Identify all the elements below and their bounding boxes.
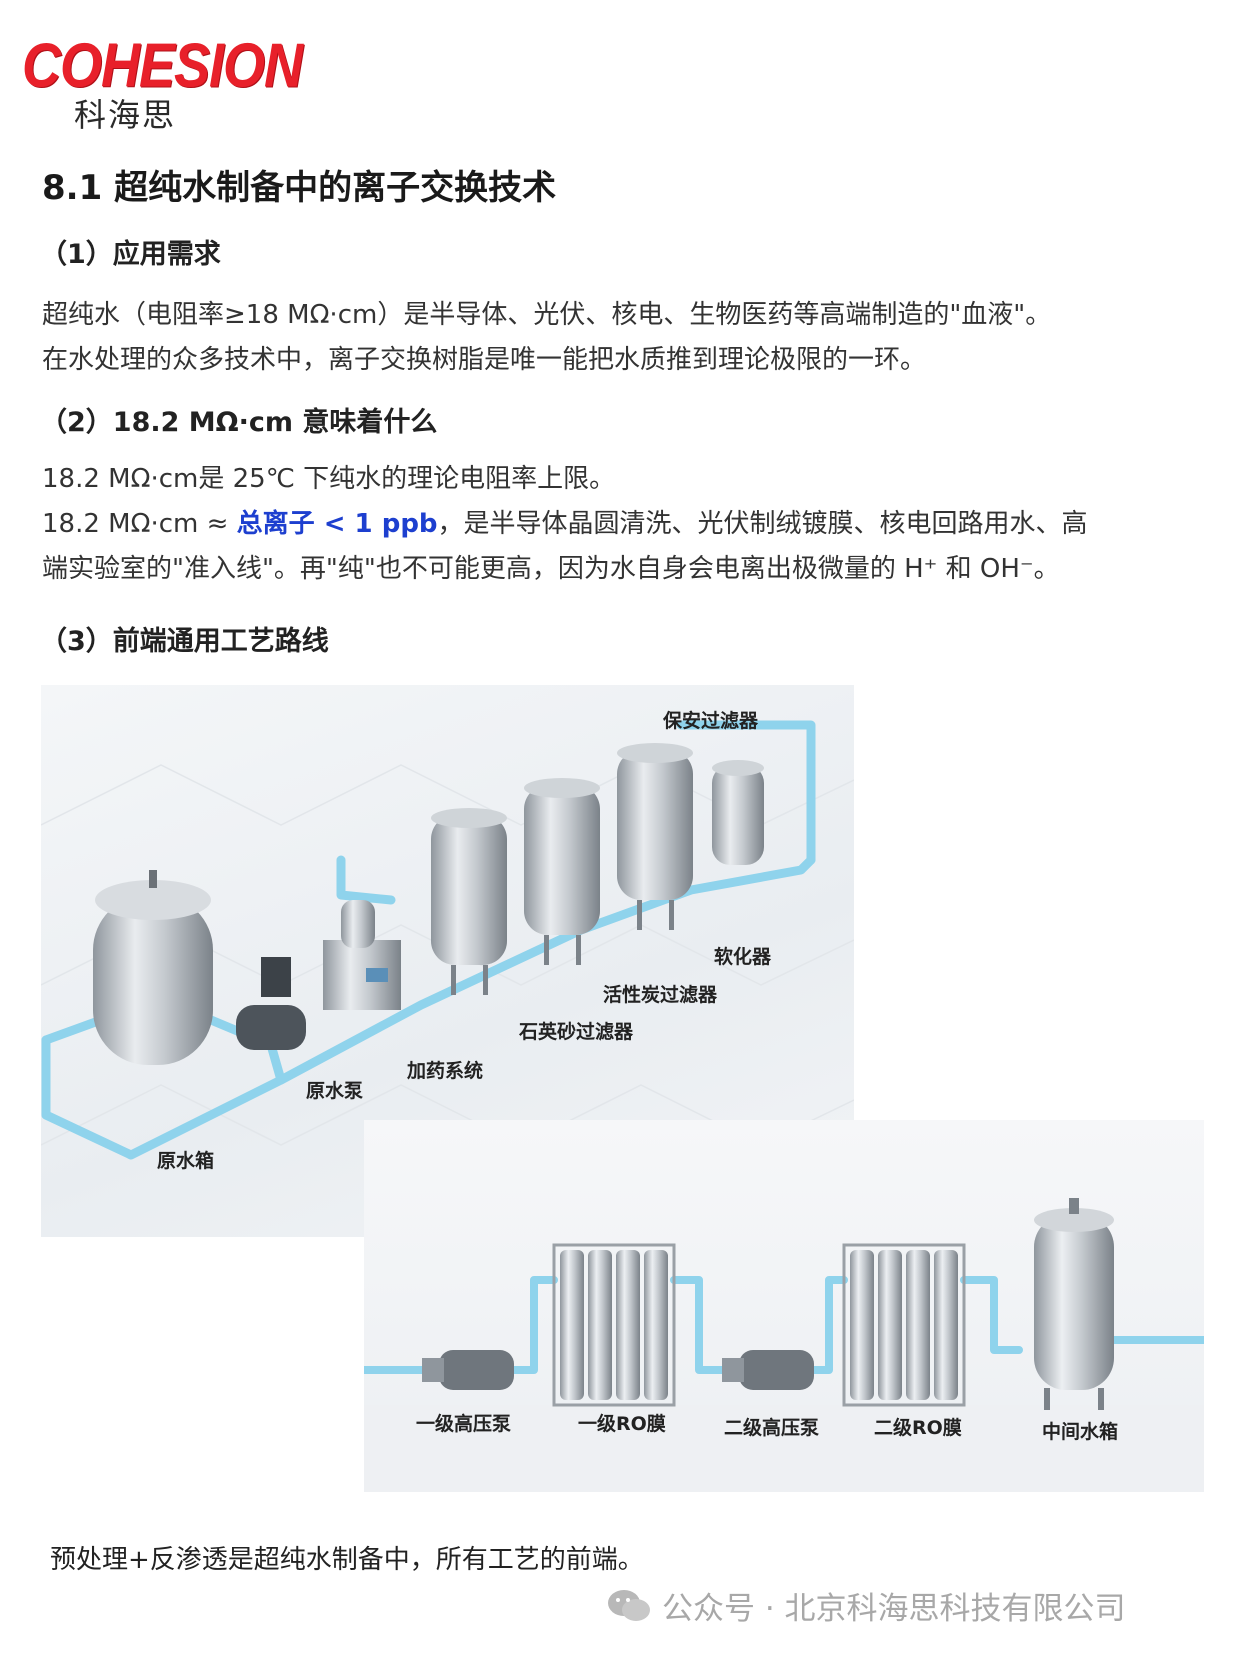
logo-wordmark: COHESION (22, 31, 303, 101)
security-filter-icon (712, 760, 764, 865)
label-security-filter: 保安过滤器 (662, 709, 759, 732)
ro-membrane-1-icon (552, 1243, 676, 1407)
label-carbon-filter: 活性炭过滤器 (603, 983, 718, 1006)
text-approx: 18.2 MΩ·cm ≈ (42, 509, 237, 539)
paragraph-resistivity-line-1: 18.2 MΩ·cm是 25℃ 下纯水的理论电阻率上限。 (42, 464, 616, 494)
carbon-filter-icon (524, 778, 600, 965)
label-mid-tank: 中间水箱 (1042, 1420, 1118, 1443)
logo-chinese-name: 科海思 (74, 96, 177, 134)
dosing-system-icon (323, 900, 401, 1010)
label-ro-1: 一级RO膜 (578, 1412, 666, 1435)
paragraph-resistivity-line-2: 18.2 MΩ·cm ≈ 总离子 < 1 ppb，是半导体晶圆清洗、光伏制绒镀膜… (42, 502, 1088, 547)
label-dosing: 加药系统 (406, 1059, 483, 1082)
label-ro-2: 二级RO膜 (874, 1416, 962, 1439)
section-title: 8.1 超纯水制备中的离子交换技术 (42, 168, 557, 208)
paragraph-resistivity-line-3: 端实验室的"准入线"。再"纯"也不可能更高，因为水自身会电离出极微量的 H⁺ 和… (42, 554, 1060, 584)
watermark-text: 公众号 · 北京科海思科技有限公司 (662, 1591, 1126, 1627)
heading-process-route: （3）前端通用工艺路线 (40, 626, 329, 657)
label-sand-filter: 石英砂过滤器 (518, 1020, 634, 1043)
raw-water-pump-icon (236, 957, 306, 1050)
paragraph-needs-line-1: 超纯水（电阻率≥18 MΩ·cm）是半导体、光伏、核电、生物医药等高端制造的"血… (42, 300, 1052, 330)
heading-resistivity-meaning: （2）18.2 MΩ·cm 意味着什么 (40, 407, 438, 438)
heading-application-needs: （1）应用需求 (40, 239, 221, 270)
label-raw-pump: 原水泵 (306, 1080, 363, 1102)
account-watermark: 公众号 · 北京科海思科技有限公司 (606, 1583, 1126, 1628)
raw-water-tank-icon (93, 870, 213, 1065)
conclusion-text: 预处理+反渗透是超纯水制备中，所有工艺的前端。 (50, 1545, 644, 1575)
intermediate-tank-icon (1034, 1198, 1114, 1410)
paragraph-needs-line-2: 在水处理的众多技术中，离子交换树脂是唯一能把水质推到理论极限的一环。 (42, 345, 927, 375)
highlight-total-ions: 总离子 < 1 ppb (236, 509, 438, 539)
hp-pump-1-icon (422, 1350, 514, 1390)
ro-membrane-2-icon (842, 1243, 966, 1407)
label-raw-tank: 原水箱 (157, 1149, 214, 1172)
sand-filter-icon (431, 808, 507, 995)
label-hp-pump-2: 二级高压泵 (724, 1416, 819, 1439)
softener-icon (617, 743, 693, 930)
hp-pump-2-icon (722, 1350, 814, 1390)
company-logo: COHESION 科海思 (22, 30, 303, 134)
ro-diagram: 一级高压泵 一级RO膜 二级高压泵 二级RO膜 中间水箱 (364, 1120, 1204, 1492)
label-hp-pump-1: 一级高压泵 (416, 1412, 511, 1435)
label-softener: 软化器 (714, 945, 772, 968)
wechat-icon (608, 1589, 650, 1621)
text-applications: ，是半导体晶圆清洗、光伏制绒镀膜、核电回路用水、高 (437, 509, 1088, 539)
pretreatment-diagram: 原水箱 原水泵 加药系统 石英砂过滤器 活性炭过滤器 软化器 保安过滤器 (41, 685, 854, 1237)
